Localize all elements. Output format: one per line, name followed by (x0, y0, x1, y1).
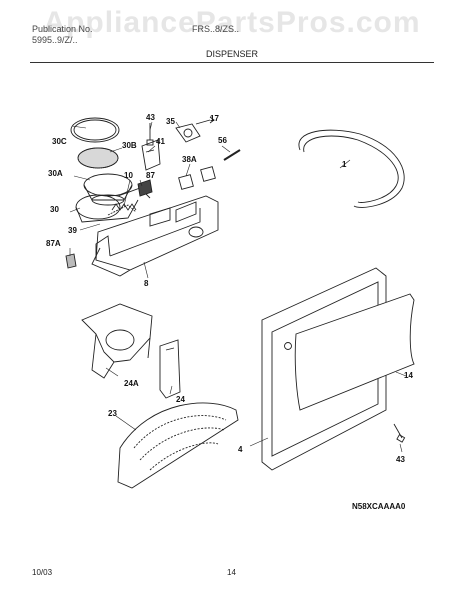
callout-24a: 24A (124, 379, 139, 388)
callout-43-top: 43 (146, 113, 155, 122)
callout-56: 56 (218, 136, 227, 145)
part-56-pin (223, 149, 241, 161)
callout-30c: 30C (52, 137, 67, 146)
part-30b-filter (77, 147, 119, 169)
publication-label: Publication No. (32, 24, 93, 34)
part-14-overlay (294, 293, 415, 411)
callout-14: 14 (404, 371, 413, 380)
model-code: N58XCAAAA0 (352, 502, 406, 511)
publication-number: 5995..9/Z/.. (32, 35, 78, 45)
callout-87-top: 87 (146, 171, 155, 180)
header-rule (30, 62, 434, 63)
part-41-bracket (141, 139, 161, 171)
callout-43-bottom: 43 (396, 455, 405, 464)
callout-8: 8 (144, 279, 149, 288)
part-35-solenoid (175, 123, 201, 143)
part-10-spring (111, 203, 137, 211)
model-range: FRS..8/ZS.. (192, 24, 240, 34)
part-38a-switches (178, 166, 216, 190)
callout-87a: 87A (46, 239, 61, 248)
leader-lines (69, 121, 407, 453)
callout-4: 4 (238, 445, 243, 454)
part-24-paddle (159, 339, 181, 399)
footer-date: 10/03 (32, 568, 53, 577)
callout-30b: 30B (122, 141, 137, 150)
callout-30: 30 (50, 205, 59, 214)
part-23-drip-tray (117, 402, 239, 489)
part-87a-clip (65, 253, 77, 269)
callout-38a: 38A (182, 155, 197, 164)
page-title: DISPENSER (205, 49, 258, 59)
watermark: AppliancePartsPros.com (43, 6, 421, 39)
leader-39 (79, 223, 101, 231)
footer-page-number: 14 (227, 568, 236, 577)
callout-24: 24 (176, 395, 185, 404)
part-30c-ring (70, 117, 120, 143)
callout-1: 1 (342, 160, 347, 169)
part-1-tubing (298, 129, 405, 208)
callout-10: 10 (124, 171, 133, 180)
callout-23: 23 (108, 409, 117, 418)
callout-41: 41 (156, 137, 165, 146)
callout-39: 39 (68, 226, 77, 235)
callout-17: 17 (210, 114, 219, 123)
callout-30a: 30A (48, 169, 63, 178)
part-43-screw-top (146, 123, 154, 146)
callout-35: 35 (166, 117, 175, 126)
part-8-housing (91, 195, 219, 277)
part-43-screw-bottom (393, 423, 406, 443)
part-17-screw (195, 116, 215, 125)
